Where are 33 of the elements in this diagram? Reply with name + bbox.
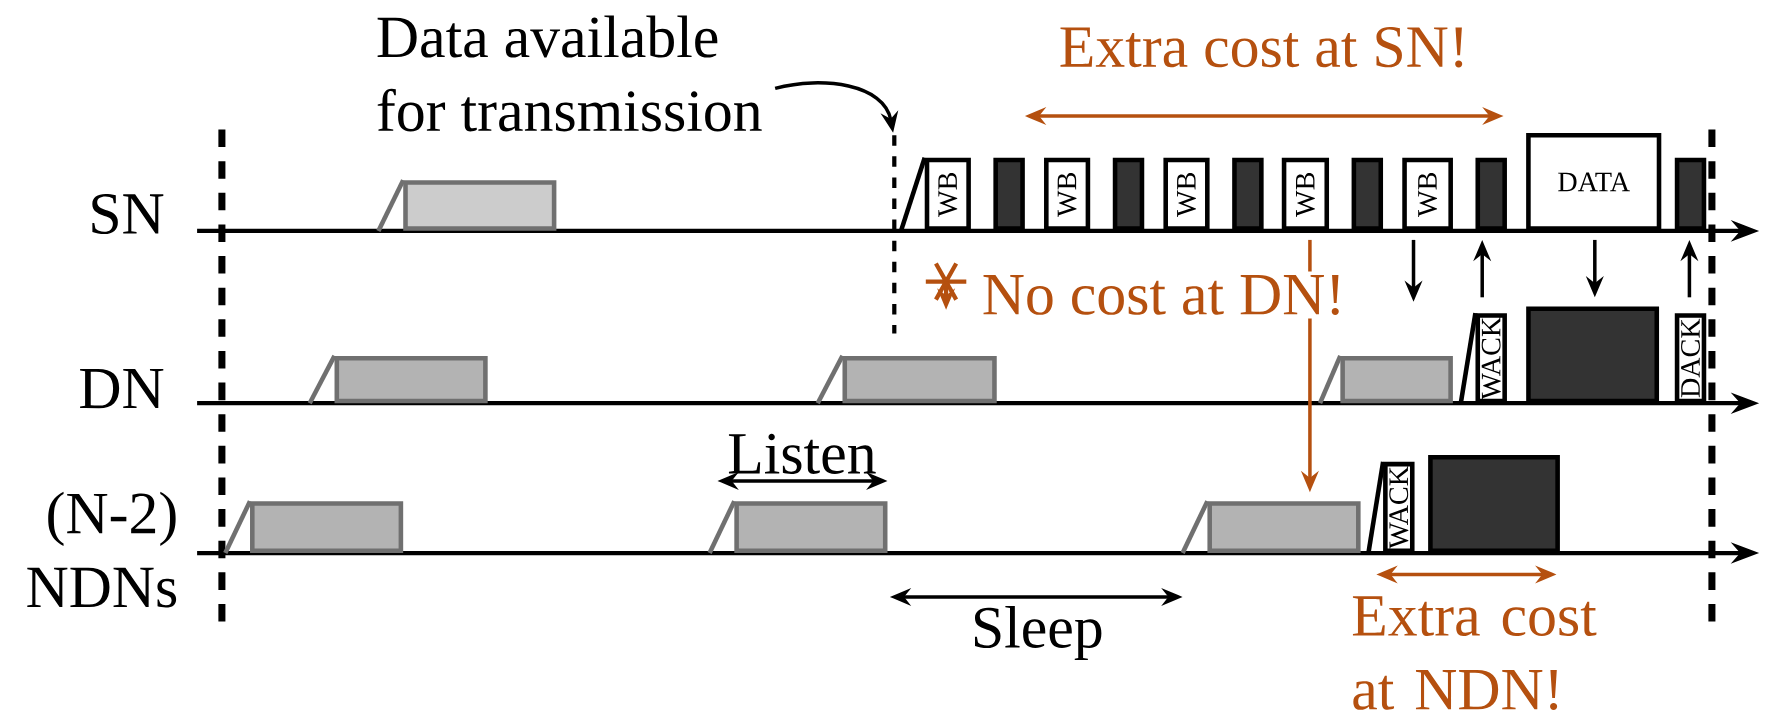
data-box	[1475, 157, 1507, 231]
listen-box	[376, 179, 557, 232]
packet-box: WACK	[1366, 461, 1415, 554]
packet-box: WB	[1281, 157, 1330, 231]
packet-box: WB	[1044, 157, 1091, 231]
packet-box: DACK	[1674, 312, 1707, 404]
listen-box	[707, 500, 888, 554]
data-box	[1428, 454, 1560, 553]
data-box	[1351, 157, 1384, 231]
data-box	[1232, 157, 1264, 231]
listen-box	[1317, 354, 1453, 404]
label: Extra cost at NDN!	[1352, 596, 1597, 710]
label: No cost at DN!	[978, 271, 1349, 319]
data-box	[1526, 306, 1660, 404]
listen-box	[307, 354, 488, 405]
listen-box	[223, 500, 404, 554]
packet-box: DATA	[1526, 132, 1662, 231]
listen-box	[1180, 500, 1361, 554]
packet-box: WACK	[1458, 312, 1507, 404]
data-box	[1674, 157, 1707, 231]
packet-box: WB	[898, 156, 971, 232]
data-box	[993, 157, 1025, 231]
listen-box	[815, 354, 997, 405]
label: Sleep	[974, 605, 1102, 660]
packet-box: WB	[1402, 157, 1453, 231]
label: (N-2) NDNs	[27, 491, 177, 608]
label: Listen	[728, 433, 876, 474]
label: SN	[92, 193, 164, 234]
annotation-text: Data available for transmission	[377, 15, 762, 132]
label: Extra cost at SN!	[1060, 26, 1463, 68]
packet-box: WB	[1163, 157, 1210, 231]
data-box	[1112, 157, 1145, 231]
label: DN	[80, 368, 164, 408]
